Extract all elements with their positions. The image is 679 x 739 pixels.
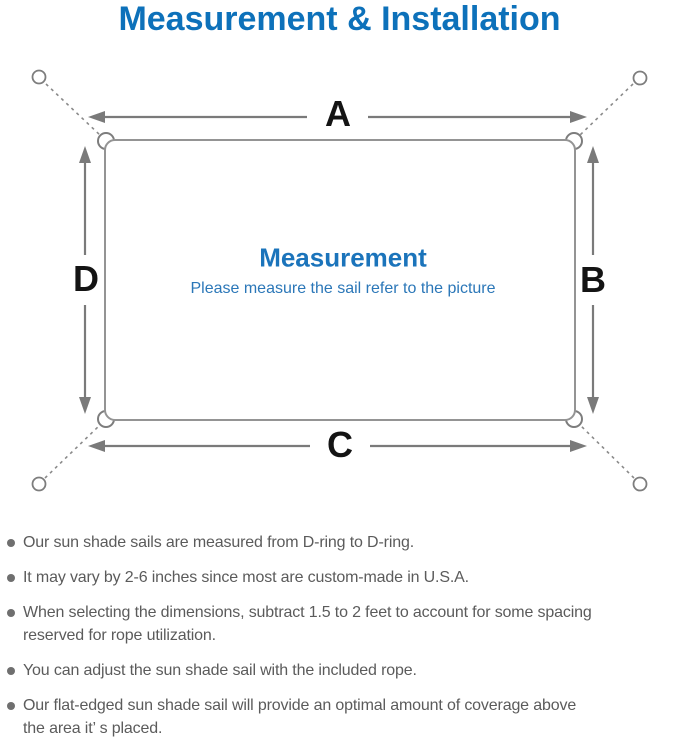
note-item: It may vary by 2-6 inches since most are… [0, 566, 679, 589]
note-item: When selecting the dimensions, subtract … [0, 601, 679, 647]
rope-line-bottom-right [578, 423, 635, 479]
bullet-icon [7, 539, 15, 547]
note-text: You can adjust the sun shade sail with t… [23, 662, 417, 679]
arrowhead-up-icon [587, 146, 599, 163]
note-item: Our sun shade sails are measured from D-… [0, 531, 679, 554]
edge-label-c: C [327, 424, 353, 465]
arrowhead-left-icon [88, 440, 105, 452]
dimension-arrow-d [79, 146, 91, 414]
arrowhead-right-icon [570, 111, 587, 123]
anchor-points [31, 69, 648, 492]
note-text: Our sun shade sails are measured from D-… [23, 534, 415, 551]
arrowhead-down-icon [79, 397, 91, 414]
arrowhead-left-icon [88, 111, 105, 123]
rope-line-bottom-left [44, 423, 102, 479]
dimension-arrow-a [88, 111, 587, 123]
rope-dashed-lines [44, 83, 635, 479]
edge-label-b: B [580, 259, 606, 300]
arrowhead-up-icon [79, 146, 91, 163]
dimension-arrow-b [587, 146, 599, 414]
bullet-icon [7, 609, 15, 617]
rope-line-top-right [578, 83, 634, 137]
sail-diagram-graphic [31, 69, 648, 492]
sail-outline [104, 139, 576, 421]
bullet-icon [7, 667, 15, 675]
rope-line-top-left [45, 83, 102, 137]
anchor-point-icon [31, 476, 47, 492]
note-text: Our flat-edged sun shade sail will provi… [23, 697, 577, 737]
bullet-icon [7, 702, 15, 710]
edge-label-d: D [73, 258, 99, 299]
page-title: Measurement & Installation [118, 0, 561, 38]
measurement-subheading: Please measure the sail refer to the pic… [190, 280, 496, 297]
measurement-diagram: A B C D Measurement Please measure the s… [31, 69, 648, 492]
note-item: Our flat-edged sun shade sail will provi… [0, 694, 679, 739]
note-item: You can adjust the sun shade sail with t… [0, 659, 679, 682]
dimension-arrow-c [88, 440, 587, 452]
arrowhead-right-icon [570, 440, 587, 452]
note-text: It may vary by 2-6 inches since most are… [23, 569, 469, 586]
measurement-heading: Measurement [259, 242, 427, 273]
notes-list: Our sun shade sails are measured from D-… [0, 531, 679, 739]
arrowhead-down-icon [587, 397, 599, 414]
anchor-point-icon [632, 476, 648, 492]
anchor-point-icon [31, 69, 47, 85]
edge-label-a: A [325, 93, 351, 134]
anchor-point-icon [632, 70, 648, 86]
bullet-icon [7, 574, 15, 582]
note-text: When selecting the dimensions, subtract … [23, 604, 592, 644]
